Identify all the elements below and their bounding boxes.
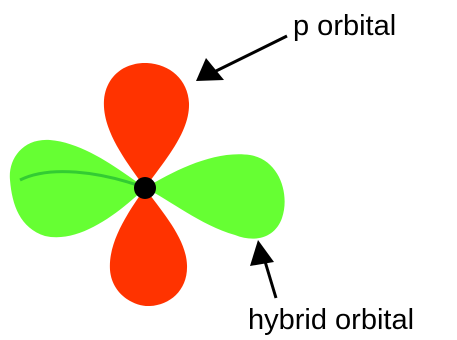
- hybrid-orbital-arrow-head: [250, 240, 274, 266]
- hybrid-orbital-arrow-shaft: [264, 258, 276, 298]
- p-orbital-label: p orbital: [293, 12, 396, 41]
- nucleus-dot: [134, 177, 156, 199]
- p-orbital-arrow-shaft: [214, 36, 287, 72]
- hybrid-orbital-label: hybrid orbital: [248, 306, 414, 335]
